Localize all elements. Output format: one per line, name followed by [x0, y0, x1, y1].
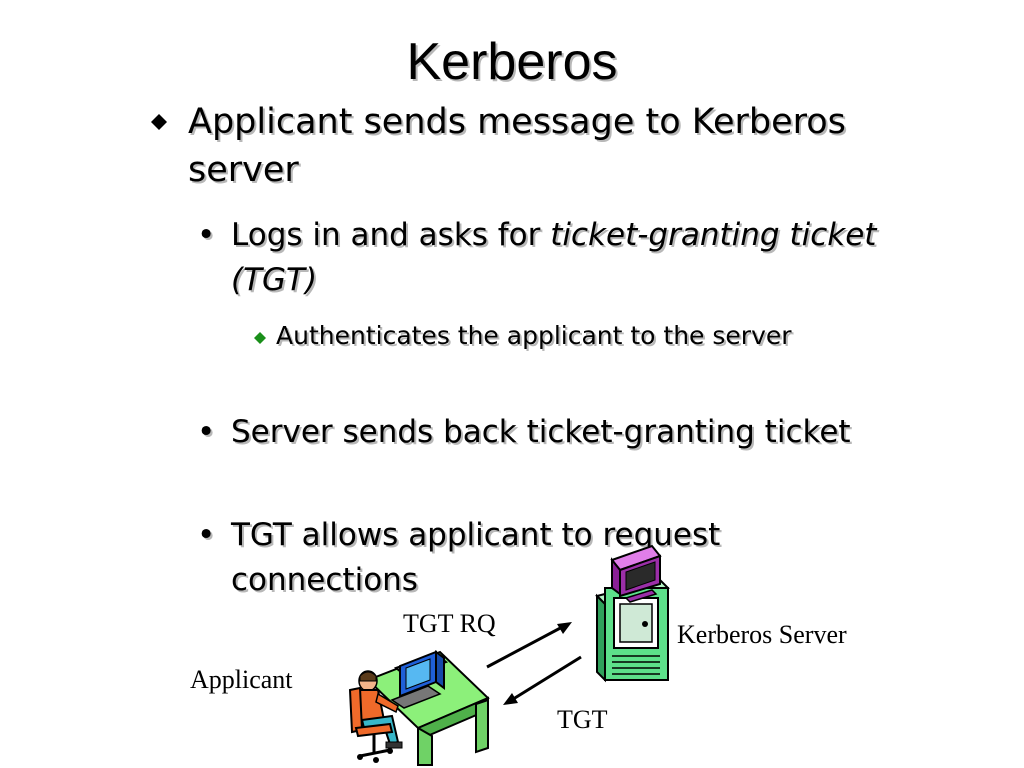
kerberos-server-label: Kerberos Server [677, 620, 847, 649]
bullet-text: Logs in and asks for ticket-granting tic… [231, 213, 957, 303]
bullet-level1: Applicant sends message to Kerberos serv… [148, 98, 848, 194]
bullet-level3-authenticates: Authenticates the applicant to the serve… [252, 317, 892, 355]
chair-icon [348, 686, 394, 763]
tgt-request-label: TGT RQ [403, 609, 496, 638]
slide-title: Kerberos [406, 33, 618, 91]
dot-bullet-icon: • [197, 414, 216, 450]
bullet-text: Authenticates the applicant to the serve… [276, 321, 792, 350]
dot-bullet-icon: • [197, 217, 216, 253]
request-arrow-icon [486, 622, 572, 669]
applicant-person-icon [354, 670, 403, 749]
bullet-text: Server sends back ticket-granting ticket [231, 414, 851, 450]
bullet-text-plain: Logs in and asks for [231, 217, 551, 253]
server-icon [595, 578, 670, 683]
small-diamond-bullet-icon [252, 317, 268, 366]
bullet-level2-server-sends: • Server sends back ticket-granting tick… [197, 410, 917, 455]
tgt-response-label: TGT [557, 705, 608, 734]
bullet-level2-tgt-allows: • TGT allows applicant to request connec… [197, 513, 897, 603]
server-monitor-icon [610, 544, 662, 603]
applicant-label: Applicant [190, 665, 293, 694]
diamond-bullet-icon [148, 98, 174, 159]
bullet-level2-login: • Logs in and asks for ticket-granting t… [197, 213, 957, 303]
dot-bullet-icon: • [197, 517, 216, 553]
bullet-text-italic: ticket-granting ticket (TGT) [231, 217, 877, 298]
bullet-text: TGT allows applicant to request connecti… [231, 517, 721, 598]
bullet-text: Applicant sends message to Kerberos serv… [188, 102, 846, 190]
response-arrow-icon [503, 655, 582, 705]
computer-icon [390, 650, 449, 709]
